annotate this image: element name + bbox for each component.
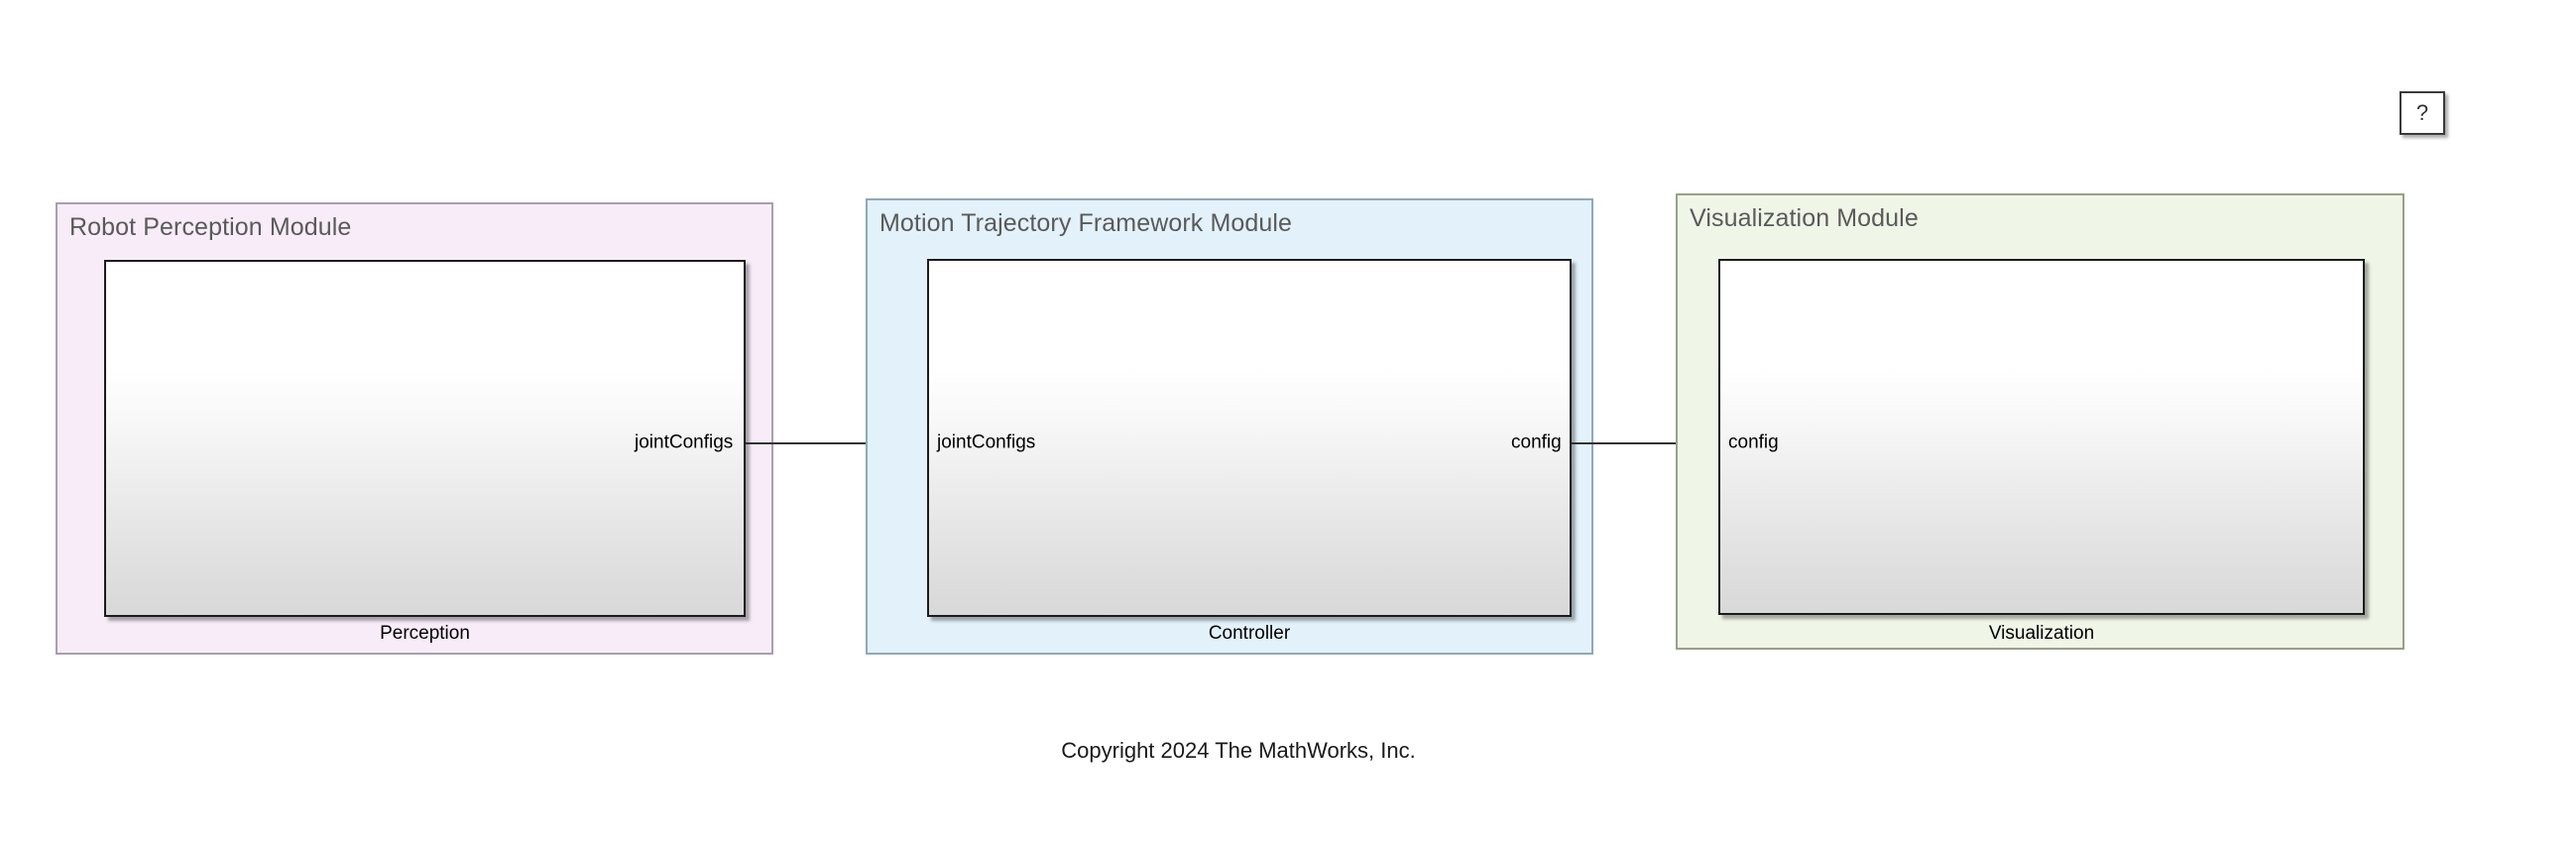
block-caption-visualization: Visualization xyxy=(1988,623,2095,644)
area-title-visualization-module: Visualization Module xyxy=(1690,204,1919,232)
help-question-mark-icon: ? xyxy=(2415,100,2429,125)
port-label-visualization-in-config: config xyxy=(1728,431,1779,453)
area-title-robot-perception-module: Robot Perception Module xyxy=(69,213,352,241)
block-caption-controller: Controller xyxy=(1208,623,1291,644)
subsystem-block-controller[interactable] xyxy=(927,259,1572,617)
port-label-controller-out-config: config xyxy=(1511,431,1562,453)
port-label-perception-out-jointconfigs: jointConfigs xyxy=(635,431,734,453)
subsystem-block-perception[interactable] xyxy=(104,260,746,617)
signal-line-config[interactable] xyxy=(1572,442,1717,444)
subsystem-block-visualization[interactable] xyxy=(1718,259,2365,615)
help-question-mark-block[interactable]: ? xyxy=(2400,91,2445,135)
copyright-annotation: Copyright 2024 The MathWorks, Inc. xyxy=(1061,738,1416,763)
port-label-controller-in-jointconfigs: jointConfigs xyxy=(937,431,1036,453)
signal-line-jointconfigs[interactable] xyxy=(746,442,926,444)
area-title-motion-trajectory-framework-module: Motion Trajectory Framework Module xyxy=(879,209,1293,237)
block-caption-perception: Perception xyxy=(380,623,470,644)
